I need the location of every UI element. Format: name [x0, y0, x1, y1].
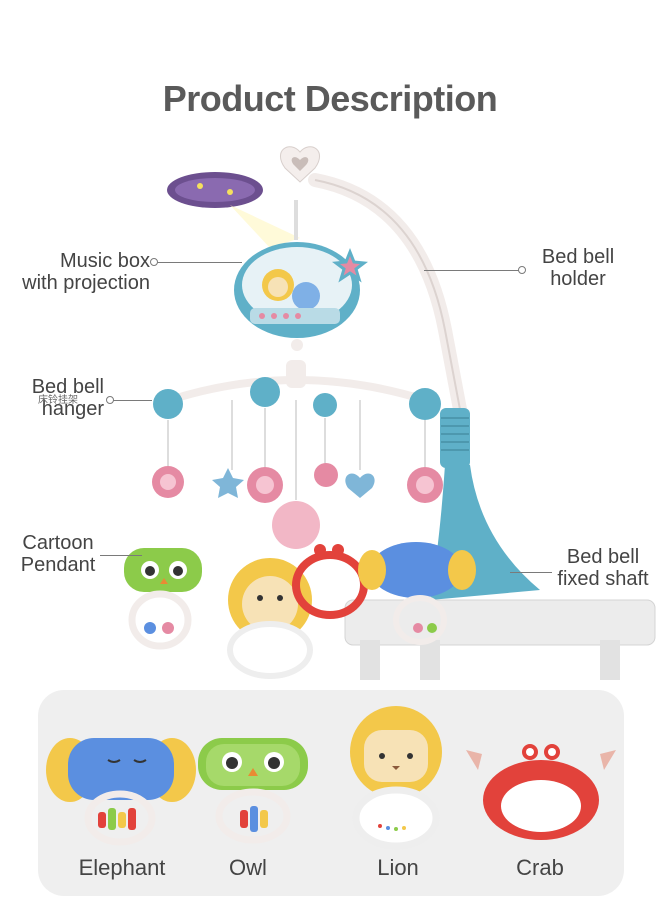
music-box-label: Music box with projection: [22, 250, 150, 294]
cartoon-pendant-label: Cartoon Pendant: [20, 532, 96, 576]
bed-bell-holder: [279, 146, 469, 427]
hanging-toys: [167, 400, 426, 500]
crib-rail: [344, 599, 656, 680]
music-box-leader: [152, 262, 242, 263]
elephant-pendant: [358, 542, 476, 645]
bed-bell-holder-leader: [424, 270, 524, 271]
fixed-shaft-label: Bed bell fixed shaft: [557, 546, 649, 590]
owl-pendant: [124, 548, 202, 650]
bed-bell-hanger: [153, 360, 441, 420]
flower-ornaments: [152, 463, 443, 549]
music-box: [234, 200, 368, 351]
pendant-label-lion: Lion: [377, 855, 419, 880]
page-title: Product Description: [162, 78, 498, 119]
pendant-label-owl: Owl: [229, 855, 267, 880]
lion-pendant: [227, 558, 313, 679]
bed-bell-holder-label: Bed bell holder: [541, 246, 615, 290]
product-illustration: [124, 146, 656, 680]
fixed-shaft-leader: [510, 572, 552, 573]
projection-disc: [167, 172, 300, 248]
bed-bell-hanger-label: Bed bell hanger: [31, 376, 104, 420]
hanger-chinese-text: 床铃挂架: [38, 395, 78, 406]
cartoon-pendant-leader: [100, 555, 142, 556]
bed-bell-hanger-leader: [112, 400, 152, 401]
music-box-marker: [150, 258, 158, 266]
bed-bell-hanger-marker: [106, 396, 114, 404]
pendant-label-elephant: Elephant: [78, 855, 166, 880]
bed-bell-holder-marker: [518, 266, 526, 274]
pendant-label-crab: Crab: [516, 855, 564, 880]
